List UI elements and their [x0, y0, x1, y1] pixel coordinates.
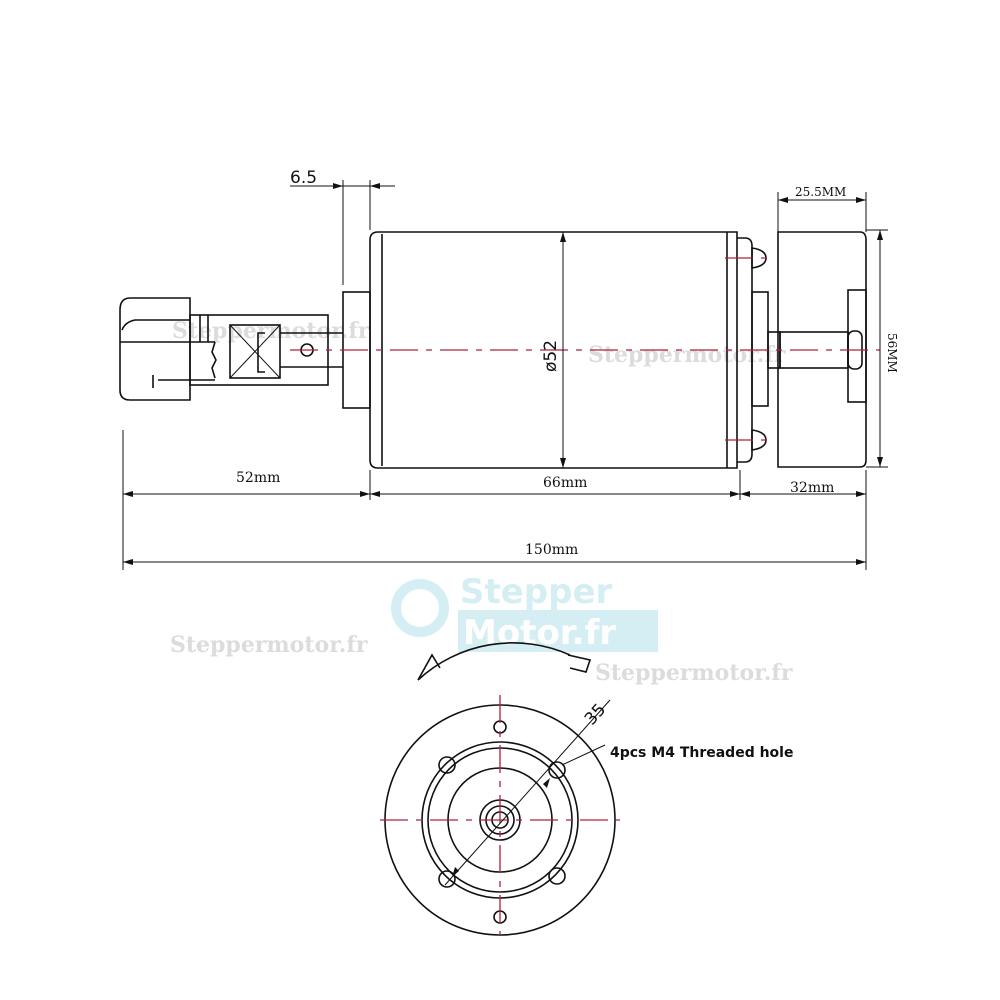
- dim-pulley-width: 25.5MM: [795, 185, 846, 199]
- motor-side-view: [119, 231, 880, 469]
- threaded-hole-note: 4pcs M4 Threaded hole: [610, 745, 793, 761]
- dimension-lines: 6.5 ø52 25.5MM 56MM 52mm 66mm 32mm 150mm: [122, 168, 899, 570]
- svg-text:Stepper: Stepper: [460, 572, 613, 612]
- dim-pulley-length: 32mm: [790, 480, 834, 496]
- watermark-logo: Stepper Motor.fr: [391, 572, 658, 653]
- motor-front-view: 35 4pcs M4 Threaded hole: [380, 642, 793, 936]
- dim-body-length: 66mm: [543, 475, 587, 491]
- svg-text:Motor.fr: Motor.fr: [463, 613, 616, 653]
- watermark: Steppermotor.fr: [588, 342, 786, 368]
- watermark: Steppermotor.fr: [170, 632, 368, 658]
- watermark: Steppermotor.fr: [172, 318, 370, 344]
- dim-total-length: 150mm: [525, 542, 578, 558]
- dim-body-diameter: ø52: [541, 340, 561, 372]
- watermark: Steppermotor.fr: [595, 660, 793, 686]
- dim-pulley-diameter: 56MM: [885, 333, 899, 373]
- dim-connector-length: 52mm: [236, 470, 280, 486]
- dim-flange-thickness: 6.5: [290, 168, 317, 188]
